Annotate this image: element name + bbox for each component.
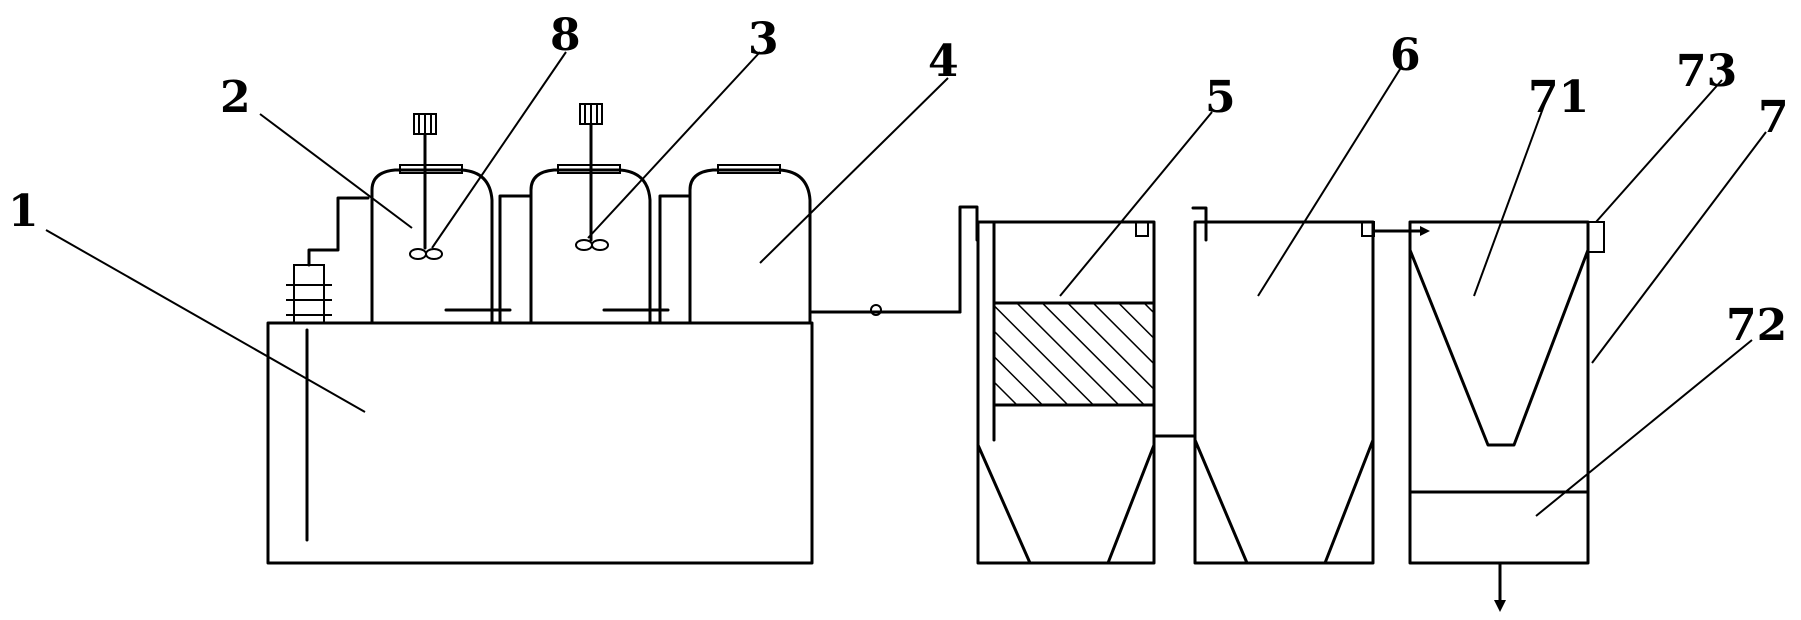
sedimentation-tank: [1408, 220, 1605, 612]
settling-tank: [1191, 206, 1375, 565]
label-8: 8: [550, 10, 581, 61]
filter-tank: [976, 220, 1156, 565]
leader-lines: [45, 51, 1767, 517]
label-71: 71: [1528, 72, 1589, 123]
label-5: 5: [1205, 72, 1236, 123]
label-4: 4: [928, 36, 959, 87]
label-73: 73: [1676, 46, 1737, 97]
dosing-pump: [286, 196, 370, 324]
label-6: 6: [1390, 30, 1421, 81]
label-2: 2: [220, 72, 251, 123]
tank-4: [688, 164, 812, 325]
base-tank: [266, 321, 814, 565]
tank-3: [529, 103, 692, 325]
overflow-pipe: [1371, 226, 1430, 236]
label-1: 1: [8, 186, 39, 237]
label-3: 3: [748, 14, 779, 65]
tank-2: [370, 113, 532, 325]
label-72: 72: [1726, 300, 1787, 351]
label-7: 7: [1758, 92, 1789, 143]
callout-labels: 1 2 8 3 4 5 6 71 73 7 72: [8, 10, 1789, 351]
transfer-pipe: [810, 205, 979, 316]
